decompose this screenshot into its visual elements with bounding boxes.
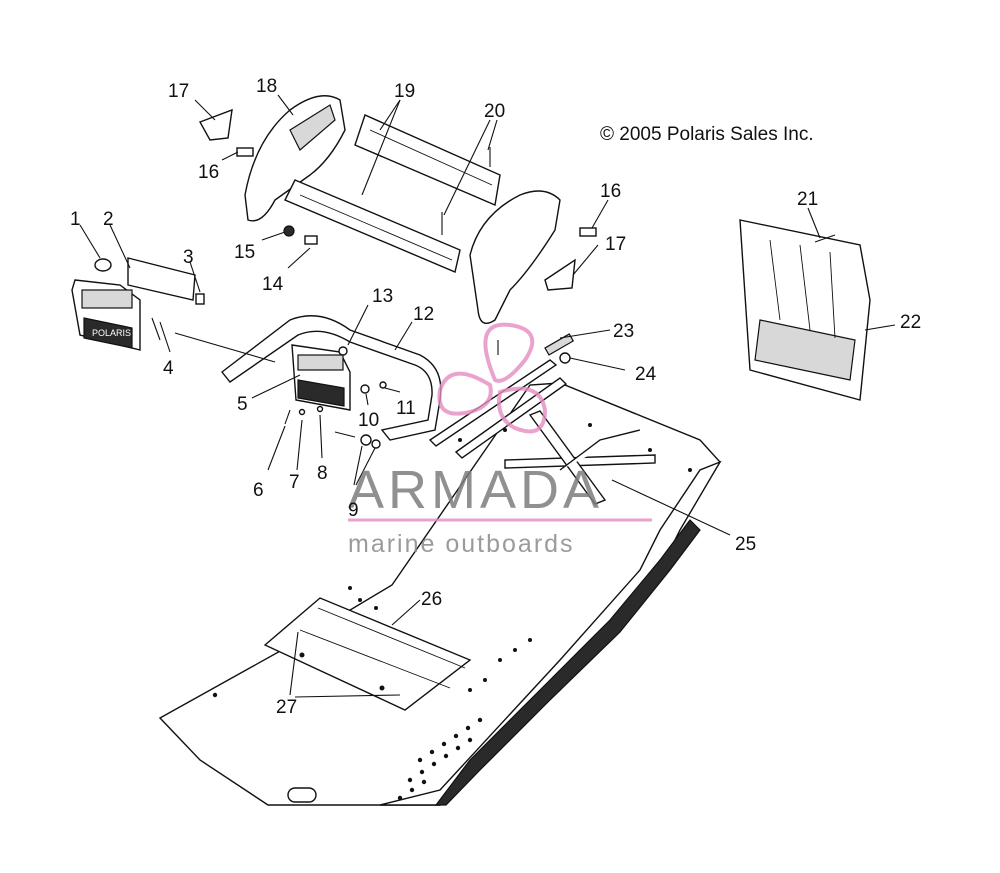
callout-1: 1 (70, 209, 81, 230)
callout-5: 5 (237, 394, 248, 415)
callout-7: 7 (289, 472, 300, 493)
callout-22: 22 (900, 312, 921, 333)
right-decal (544, 258, 576, 291)
callout-17-right: 17 (605, 234, 626, 255)
tail-light-bulb (94, 258, 112, 272)
upper-mount-bracket (354, 114, 501, 206)
watermark-title: ARMADA (348, 460, 603, 520)
watermark-logo-icon (437, 322, 548, 434)
callout-6: 6 (253, 480, 264, 501)
callout-14: 14 (262, 274, 284, 295)
tunnel-hole-pattern (212, 423, 692, 801)
callout-16-left: 16 (198, 162, 219, 183)
svg-text:POLARIS: POLARIS (92, 328, 131, 338)
callout-24: 24 (635, 364, 657, 385)
callout-16-right: 16 (600, 181, 621, 202)
watermark-subtitle: marine outboards (348, 530, 575, 558)
callout-11: 11 (396, 398, 416, 419)
callout-23: 23 (613, 321, 634, 342)
callout-25: 25 (735, 534, 756, 555)
tail-light-housing: POLARIS (71, 279, 141, 351)
lower-mount-bracket (284, 179, 461, 273)
left-grab-handle (244, 95, 346, 222)
snow-flap (739, 219, 871, 401)
callout-15: 15 (234, 242, 255, 263)
tail-light-lens (127, 257, 196, 301)
callout-13: 13 (372, 286, 393, 307)
callout-27: 27 (276, 697, 297, 718)
callout-labels: 1 2 3 4 5 6 7 8 9 10 11 12 13 14 15 16 1… (70, 76, 921, 718)
callout-20: 20 (484, 101, 505, 122)
callout-26: 26 (421, 589, 442, 610)
copyright-notice: © 2005 Polaris Sales Inc. (600, 124, 814, 145)
callout-3: 3 (183, 247, 194, 268)
rear-bumper (221, 315, 442, 441)
hardware (151, 147, 836, 449)
callout-18: 18 (256, 76, 277, 97)
callout-12: 12 (413, 304, 434, 325)
watermark: ARMADA marine outboards (348, 322, 652, 558)
callout-21: 21 (797, 189, 818, 210)
callout-8: 8 (317, 463, 328, 484)
rear-bumper-light (291, 344, 351, 411)
callout-17-left: 17 (168, 81, 189, 102)
callout-2: 2 (103, 209, 114, 230)
leader-lines (79, 94, 896, 698)
callout-9: 9 (348, 500, 359, 521)
callout-19: 19 (394, 81, 415, 102)
tunnel-assembly (158, 382, 722, 806)
callout-10: 10 (358, 410, 379, 431)
left-decal (198, 108, 233, 141)
callout-4: 4 (163, 358, 174, 379)
right-grab-handle (469, 190, 561, 324)
x-brace (504, 410, 656, 505)
